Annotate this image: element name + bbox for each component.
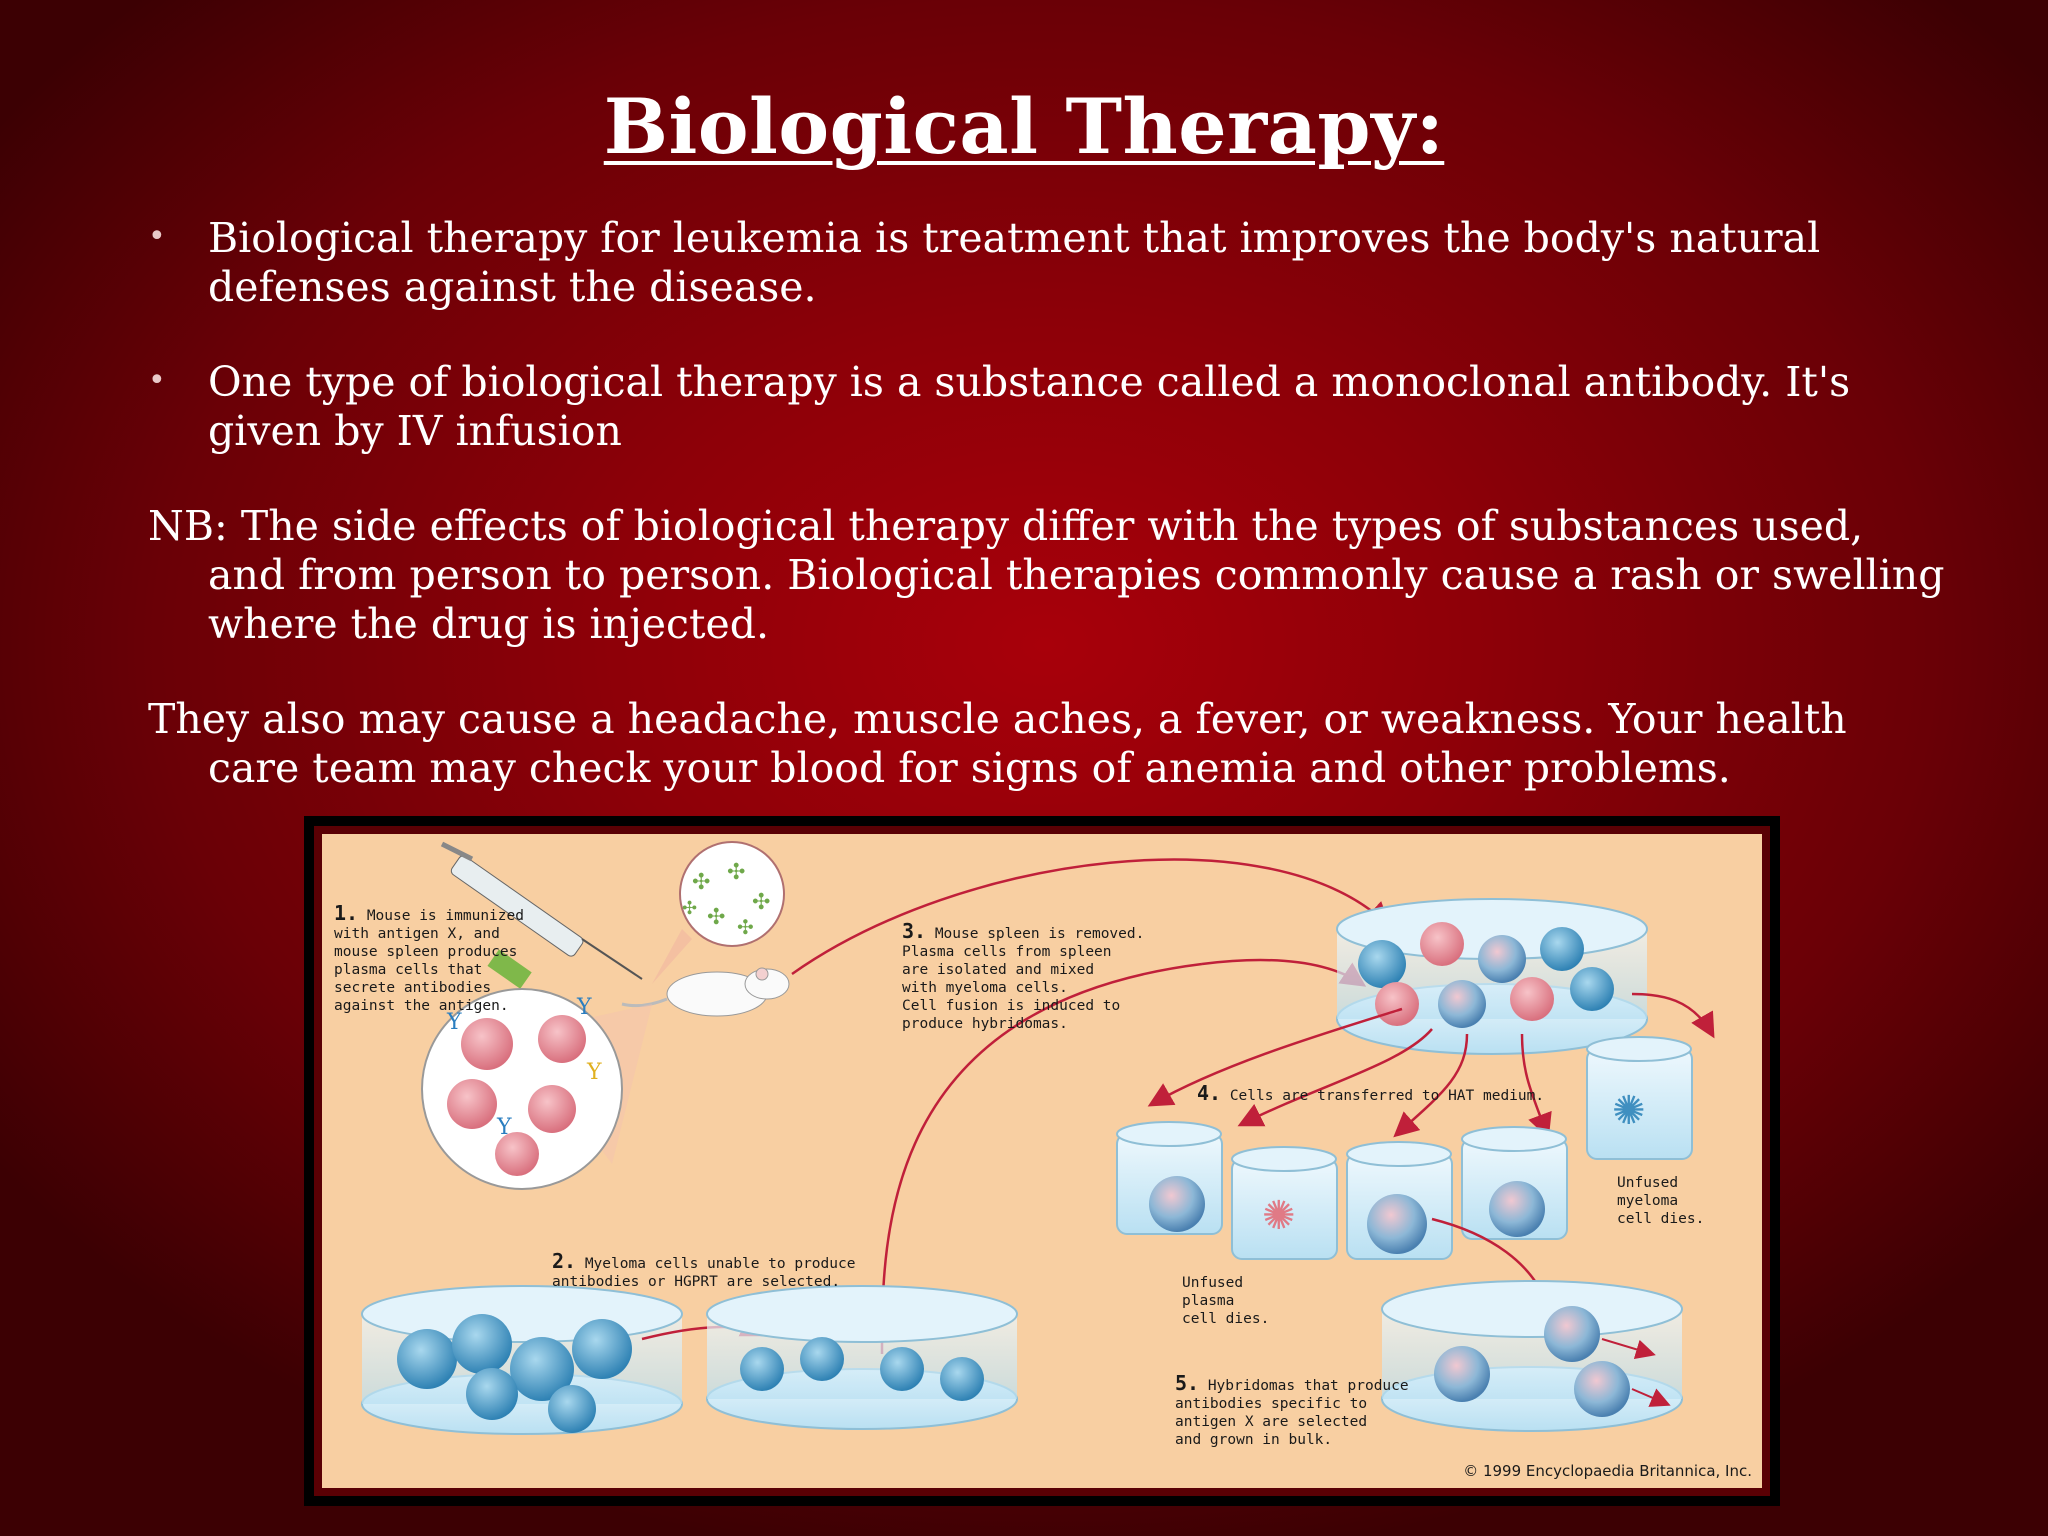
svg-text:Y: Y [496, 1115, 512, 1140]
figure-border: ✣ ✣ ✣ ✣ ✣ ✣ [314, 826, 1770, 1496]
svg-text:✣: ✣ [692, 870, 710, 895]
side-effects-paragraph: They also may cause a headache, muscle a… [148, 695, 1847, 792]
step-3-text: 3. Mouse spleen is removed. Plasma cells… [902, 919, 1145, 1032]
step-1-text: 1. Mouse is immunized with antigen X, an… [334, 901, 524, 1014]
svg-text:Y: Y [446, 1010, 462, 1035]
copyright-notice: © 1999 Encyclopaedia Britannica, Inc. [1463, 1462, 1752, 1480]
hybridoma-figure: ✣ ✣ ✣ ✣ ✣ ✣ [304, 816, 1780, 1506]
unfused-plasma-caption: Unfused plasma cell dies. [1182, 1275, 1270, 1327]
mouse-icon [621, 967, 790, 1017]
svg-text:✣: ✣ [707, 905, 725, 930]
hat-beaker-3 [1346, 1141, 1453, 1260]
unfused-myeloma-caption: Unfused myeloma cell dies. [1617, 1175, 1705, 1227]
svg-text:Y: Y [586, 1060, 602, 1085]
myeloma-dish-1 [361, 1285, 683, 1435]
step-5-text: 5. Hybridomas that produce antibodies sp… [1175, 1371, 1409, 1448]
svg-text:✣: ✣ [752, 890, 770, 915]
nb-paragraph: NB: The side effects of biological thera… [148, 502, 1945, 648]
myeloma-dish-2 [706, 1285, 1018, 1430]
bulk-dish [1381, 1280, 1683, 1432]
fusion-dish [1336, 898, 1648, 1055]
figure-canvas: ✣ ✣ ✣ ✣ ✣ ✣ [322, 834, 1762, 1488]
bullet-2: One type of biological therapy is a subs… [148, 356, 1948, 456]
hat-beaker-2: ✺ [1231, 1146, 1338, 1260]
hat-beaker-1 [1116, 1121, 1223, 1235]
slide-body: Biological therapy for leukemia is treat… [148, 212, 1948, 839]
slide-title: Biological Therapy: [603, 82, 1445, 171]
hat-beaker-5: ✺ [1586, 1036, 1693, 1160]
svg-text:✺: ✺ [1262, 1193, 1296, 1239]
bullet-1: Biological therapy for leukemia is treat… [148, 212, 1948, 312]
hat-beaker-4 [1461, 1126, 1568, 1240]
antigen-circle: ✣ ✣ ✣ ✣ ✣ ✣ [652, 841, 785, 984]
svg-text:✣: ✣ [737, 915, 754, 939]
figure-illustration: ✣ ✣ ✣ ✣ ✣ ✣ [361, 841, 1715, 1435]
step-2-text: 2. Myeloma cells unable to produce antib… [552, 1249, 856, 1290]
svg-text:Y: Y [576, 995, 592, 1020]
syringe-icon [440, 841, 643, 989]
plasma-cells-circle: Y Y Y Y [421, 988, 623, 1190]
svg-text:✺: ✺ [1612, 1088, 1646, 1134]
svg-text:✣: ✣ [682, 898, 697, 919]
svg-text:✣: ✣ [727, 860, 745, 885]
step-4-text: 4. Cells are transferred to HAT medium. [1197, 1081, 1545, 1105]
